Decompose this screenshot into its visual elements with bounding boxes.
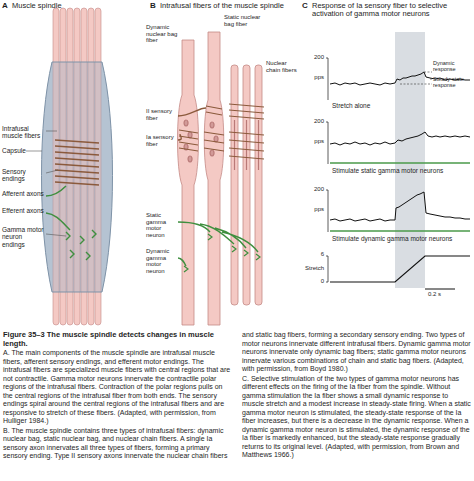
axis-unit: Stretch	[296, 265, 324, 272]
panel-letter: B	[150, 2, 160, 11]
trace	[330, 192, 470, 221]
trace-label: Stretch alone	[332, 102, 452, 109]
scale-bar	[425, 289, 455, 290]
panel-letter: C	[302, 2, 312, 11]
axis-value: 200	[302, 186, 324, 193]
caption-paragraph: A. The main components of the muscle spi…	[3, 349, 232, 426]
part-label: Capsule	[2, 147, 26, 154]
response-label: Dynamic response	[433, 60, 474, 72]
panel-title: Intrafusal fibers of the muscle spindle	[160, 2, 298, 10]
panel-title: Response of Ia sensory fiber to selectiv…	[312, 2, 472, 19]
part-label: Afferent axons	[2, 190, 46, 197]
trace	[330, 132, 470, 145]
axes	[326, 58, 328, 282]
axis-unit: pps	[302, 206, 324, 213]
secondary-ending	[206, 104, 264, 119]
stretch-band	[395, 32, 425, 288]
part-label: Gamma motor neuron endings	[2, 226, 46, 248]
stimulus-bar	[330, 162, 470, 164]
panel-letter: A	[2, 2, 12, 11]
axis-unit: pps	[302, 138, 324, 145]
trace-label: Stimulate dynamic gamma motor neurons	[332, 235, 470, 242]
chain-fiber	[231, 65, 238, 305]
primary-ending	[179, 130, 264, 159]
motor-endings	[184, 234, 260, 272]
figure-caption: Figure 35–3 The muscle spindle detects c…	[3, 331, 232, 348]
axis-value: 200	[302, 54, 324, 61]
response-markers	[400, 72, 432, 84]
part-label: Ia sensory fiber	[146, 134, 178, 147]
axis-value: 6	[314, 251, 324, 258]
part-label: Nuclear chain fibers	[266, 60, 300, 73]
stretch-trace	[330, 256, 470, 282]
capsule	[42, 62, 113, 292]
axon-lines	[46, 186, 70, 230]
static-gamma-axon	[178, 222, 258, 252]
gamma-endings	[66, 230, 96, 260]
part-label: Static nuclear bag fiber	[224, 14, 270, 27]
scale-label: 0.2 s	[428, 291, 468, 298]
part-label: Static gamma motor neuron	[146, 212, 178, 239]
part-label: Dynamic nuclear bag fiber	[146, 24, 180, 44]
dynamic-bag-fiber	[178, 40, 199, 325]
caption-columns: Figure 35–3 The muscle spindle detects c…	[3, 331, 471, 481]
chain-fiber	[255, 65, 262, 305]
dynamic-gamma-axon	[178, 258, 186, 266]
axis-value: 0	[314, 278, 324, 285]
sensory-endings	[55, 140, 99, 185]
response-label: Steady-state response	[433, 76, 474, 88]
stimulus-bar	[330, 230, 470, 232]
part-label: Dynamic gamma motor neuron	[146, 248, 178, 275]
chain-fiber	[243, 65, 250, 305]
static-bag-fiber	[204, 32, 224, 325]
panel-title: Muscle spindle	[12, 2, 142, 10]
part-label: II sensory fiber	[146, 108, 178, 121]
part-label: Efferent axons	[2, 207, 46, 214]
capsule-back	[42, 62, 113, 292]
leader-lines	[26, 131, 66, 236]
part-label: Intrafusal muscle fibers	[2, 125, 46, 140]
illustration	[0, 0, 474, 330]
axis-value: 200	[302, 118, 324, 125]
caption-paragraph: C. Selective stimulation of the two type…	[242, 375, 471, 460]
trace-label: Stimulate static gamma motor neurons	[332, 167, 470, 174]
part-label: Sensory endings	[2, 168, 46, 183]
axis-unit: pps	[302, 74, 324, 81]
sensory-fiber-lines	[178, 108, 206, 140]
